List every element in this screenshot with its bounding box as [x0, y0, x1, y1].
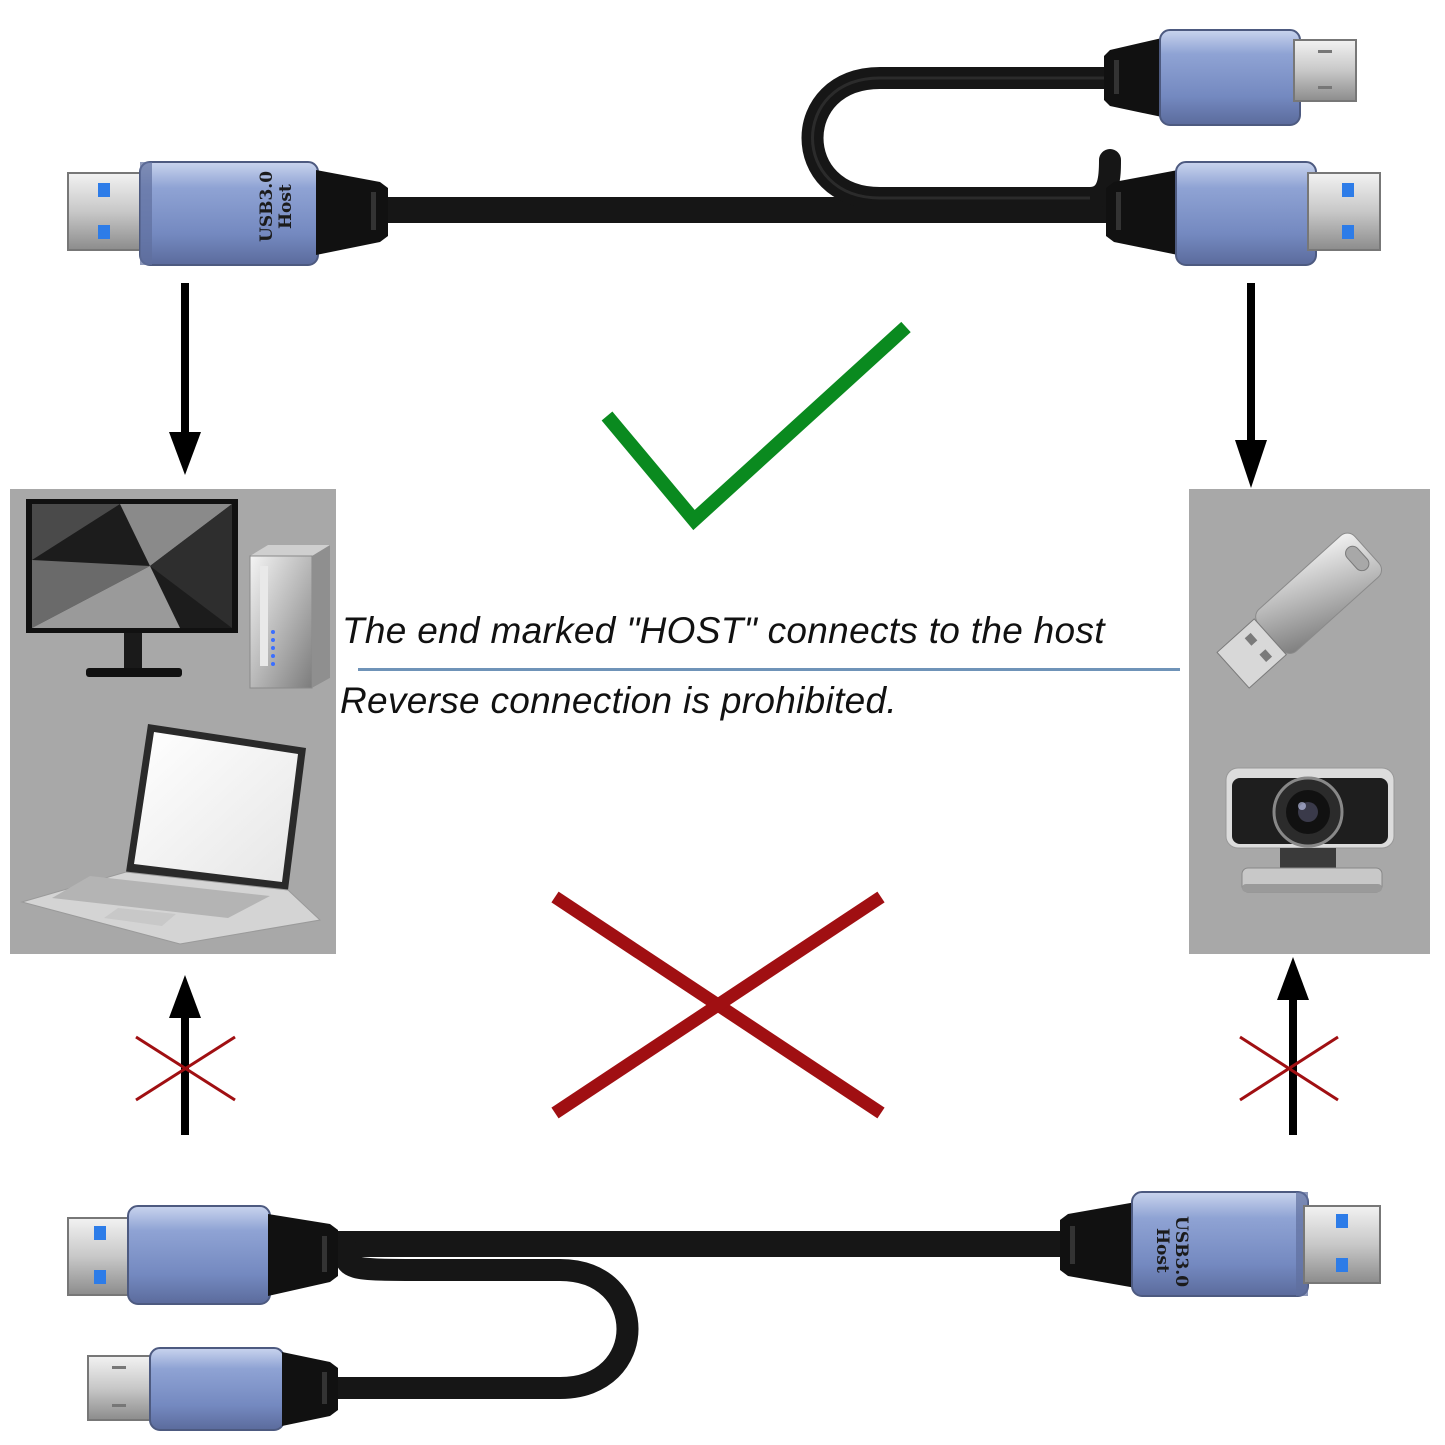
caption-reverse-prohibited: Reverse connection is prohibited. [340, 680, 897, 721]
usb-blue-pin [1342, 183, 1354, 197]
usb-blue-pin [94, 1270, 106, 1284]
connector-marking-usb30: USB3.0 [257, 171, 277, 242]
webcam-icon [1225, 767, 1395, 893]
bottom-micro-usb-connector [87, 1347, 338, 1431]
usb-blue-pin [1336, 1214, 1348, 1228]
connector-marking-host: Host [1152, 1228, 1172, 1273]
usb-blue-pin [98, 183, 110, 197]
bottom-y-cable: USB3.0 Host [67, 1191, 1381, 1431]
small-cross-mark-icon [135, 1035, 236, 1102]
peripheral-devices-panel [1189, 489, 1430, 954]
top-y-cable: USB3.0 Host [67, 29, 1381, 266]
top-device-usb-a-connector [1106, 161, 1381, 266]
top-right-arrow-down [1235, 283, 1267, 488]
usb-blue-pin [94, 1226, 106, 1240]
checkmark-icon [601, 321, 911, 531]
top-loop-cable [801, 67, 1121, 209]
caption-host-instruction: The end marked "HOST" connects to the ho… [342, 610, 1105, 651]
usb-blue-pin [1342, 225, 1354, 239]
top-micro-usb-connector [1104, 29, 1357, 126]
usb-blue-pin [98, 225, 110, 239]
connector-marking-usb30: USB3.0 [1171, 1216, 1191, 1287]
usb-flash-drive-icon [1216, 532, 1382, 689]
bottom-loop-cable [319, 1235, 639, 1399]
host-devices-panel [10, 489, 336, 954]
top-left-arrow-down [169, 283, 201, 475]
bottom-host-usb-a-connector: USB3.0 Host [1060, 1191, 1381, 1297]
small-cross-mark-icon [1239, 1035, 1339, 1102]
monitor-icon [26, 499, 238, 677]
top-host-usb-a-connector: USB3.0 Host [67, 161, 388, 266]
bottom-main-cable [330, 1231, 1070, 1257]
connector-marking-host: Host [276, 184, 296, 229]
bottom-device-usb-a-connector [67, 1205, 338, 1305]
bottom-right-arrow-up-prohibited [1239, 957, 1339, 1135]
caption-divider [358, 668, 1180, 671]
cross-mark-icon [551, 891, 885, 1119]
usb-blue-pin [1336, 1258, 1348, 1272]
bottom-left-arrow-up-prohibited [135, 975, 236, 1135]
desktop-tower-icon [249, 545, 330, 689]
laptop-icon [20, 724, 322, 945]
